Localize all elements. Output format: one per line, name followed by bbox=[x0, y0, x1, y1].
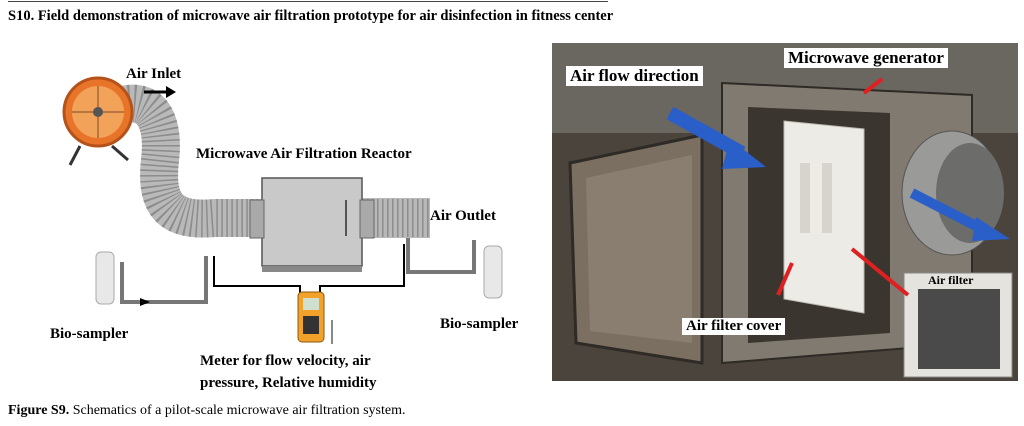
microwave-generator-label: Microwave generator bbox=[784, 48, 948, 68]
figure-caption-label: Figure S9. bbox=[8, 403, 70, 418]
air-flow-direction-label: Air flow direction bbox=[566, 66, 703, 86]
left-sampling-line bbox=[120, 256, 208, 304]
red-arrow-cover-left-icon bbox=[776, 262, 794, 296]
reactor-label: Microwave Air Filtration Reactor bbox=[196, 146, 412, 162]
left-bio-sampler-icon bbox=[95, 251, 115, 305]
meter-label: Meter for flow velocity, air pressure, R… bbox=[200, 353, 377, 391]
air-inlet-label: Air Inlet bbox=[126, 66, 182, 82]
fan-icon bbox=[62, 76, 134, 166]
right-bio-sampler-icon bbox=[483, 245, 503, 299]
section-heading: S10. Field demonstration of microwave ai… bbox=[8, 8, 614, 24]
bio-sampler-right-label: Bio-sampler bbox=[440, 316, 519, 332]
bio-sampler-left-label: Bio-sampler bbox=[50, 326, 129, 342]
air-filter-cover-label: Air filter cover bbox=[682, 318, 786, 335]
air-outlet-label: Air Outlet bbox=[430, 208, 496, 224]
red-arrow-generator-icon bbox=[862, 77, 884, 95]
right-sampling-line bbox=[406, 238, 476, 274]
red-arrow-cover-right-icon bbox=[850, 247, 910, 297]
top-rule bbox=[8, 1, 608, 2]
figure-caption-text: Schematics of a pilot-scale microwave ai… bbox=[69, 403, 406, 418]
inlet-duct bbox=[101, 84, 262, 238]
meter-icon bbox=[297, 291, 333, 344]
reactor-box bbox=[249, 177, 375, 272]
schematic-diagram bbox=[62, 76, 503, 344]
flow-arrow-out-icon bbox=[909, 188, 985, 234]
air-filter-label: Air filter bbox=[928, 273, 974, 287]
figure-caption: Figure S9. Schematics of a pilot-scale m… bbox=[8, 403, 405, 419]
